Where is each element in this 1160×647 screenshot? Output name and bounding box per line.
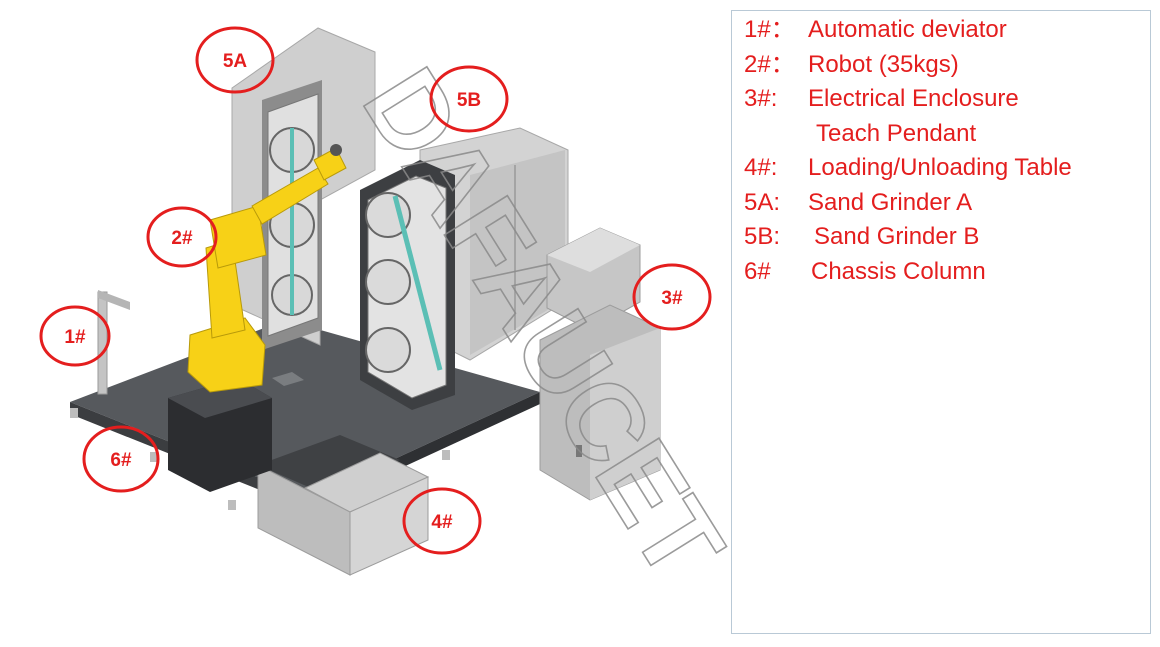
legend-text: Automatic deviator	[808, 16, 1007, 43]
grinder-b-wheel-2	[365, 259, 411, 305]
robot-upper-arm	[251, 167, 329, 225]
callout-label: 3#	[661, 288, 683, 309]
robot-tool	[330, 144, 342, 156]
workcell-illustration: DAFAUCET 1# 2# 3# 4# 5A 5B 6#	[39, 26, 730, 599]
foot-4	[442, 450, 450, 460]
legend-panel: 1#： Automatic deviator 2#： Robot (35kgs)…	[731, 10, 1151, 634]
legend-text: Robot (35kgs)	[808, 51, 959, 78]
legend-text: Chassis Column	[811, 258, 986, 285]
legend-code: 2#：	[744, 51, 795, 78]
legend-code: 5B:	[744, 223, 781, 250]
enclosure-cabinet-side	[590, 328, 660, 500]
callout-5b: 5B	[429, 65, 509, 133]
legend-code: 5A:	[744, 189, 781, 216]
callout-1: 1#	[39, 305, 111, 367]
grinder-b-belt	[392, 195, 443, 371]
legend-code: 1#：	[744, 16, 795, 43]
callout-label: 5A	[223, 51, 248, 72]
foot-1	[70, 408, 78, 418]
foot-3	[228, 500, 236, 510]
callout-label: 4#	[431, 512, 453, 533]
callout-6: 6#	[82, 425, 160, 493]
callout-3: 3#	[632, 263, 712, 331]
legend-text: Electrical Enclosure	[808, 85, 1019, 112]
callout-5a: 5A	[195, 26, 275, 94]
legend-code: 3#:	[744, 85, 778, 112]
callout-4: 4#	[402, 487, 482, 555]
callout-label: 1#	[64, 327, 86, 348]
deviator-arm	[98, 290, 130, 310]
table-front-right	[349, 476, 429, 576]
robot-shoulder	[209, 205, 267, 269]
grinder-b-wheel-3	[365, 327, 411, 373]
legend-code: 4#:	[744, 154, 778, 181]
legend-text: Teach Pendant	[816, 120, 977, 147]
table-top-left	[258, 435, 400, 492]
robot-base	[187, 317, 266, 393]
callout-label: 2#	[171, 228, 193, 249]
robot-wrist	[313, 147, 347, 181]
grinder-b-cabinet-side	[470, 150, 565, 355]
deviator-post	[97, 291, 108, 395]
enclosure-handle	[576, 445, 582, 457]
enclosure-top-face	[547, 228, 640, 272]
vent-grille	[272, 372, 304, 386]
foot-2	[150, 452, 158, 462]
callout-label: 6#	[110, 450, 132, 471]
callout-2: 2#	[146, 206, 218, 268]
legend-text: Loading/Unloading Table	[808, 154, 1072, 181]
callout-label: 5B	[457, 90, 481, 111]
legend-text: Sand Grinder B	[814, 223, 980, 250]
legend-text: Sand Grinder A	[808, 189, 973, 216]
robot-pedestal-top	[168, 378, 272, 418]
legend-code: 6#	[744, 258, 771, 285]
